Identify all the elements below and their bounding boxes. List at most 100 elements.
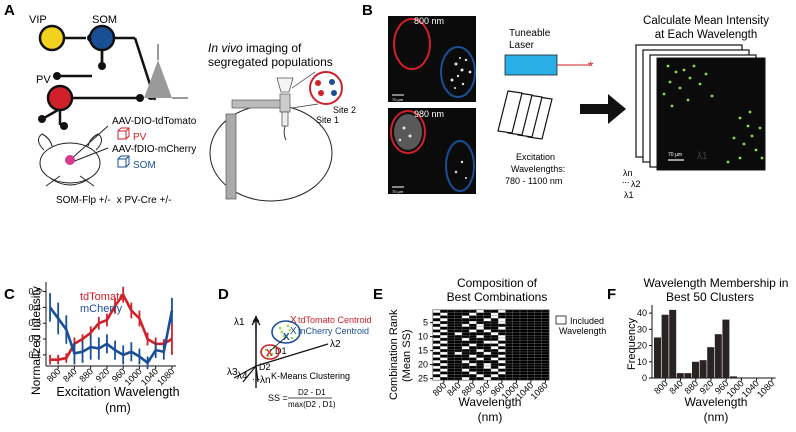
e-heatmap-cell (534, 329, 542, 333)
in-vivo-title-line2: segregated populations (208, 55, 333, 69)
e-heatmap-cell (461, 365, 470, 369)
e-heatmap-cell (519, 365, 528, 369)
site-1-label: Site 1 (316, 115, 339, 125)
axis-lambda4-line (242, 365, 257, 383)
e-heatmap-cell (534, 340, 542, 344)
e-heatmap-cell (505, 323, 513, 327)
axis-lambdan-line (255, 365, 259, 383)
e-heatmap-cell (432, 340, 441, 344)
e-heatmap-cell (505, 337, 513, 341)
e-heatmap-cell (527, 335, 535, 339)
e-heatmap-cell (490, 351, 499, 355)
cluster-point (270, 352, 274, 356)
e-heatmap-cell (534, 309, 542, 313)
e-heatmap-cell (527, 340, 535, 344)
f-ytick-label: 20 (637, 341, 647, 351)
e-heatmap-cell (490, 315, 499, 319)
e-ytick-label: 5 (423, 318, 428, 328)
e-heatmap-cell (505, 335, 513, 339)
e-heatmap-cell (469, 337, 477, 341)
e-heatmap-cell (519, 337, 528, 341)
c-ylabel: Normalized Intensity (29, 286, 43, 395)
e-heatmap-cell (461, 346, 470, 350)
e-heatmap-cell (512, 374, 521, 378)
e-heatmap-cell (534, 335, 542, 339)
mouse-head-illustration (38, 125, 109, 187)
e-heatmap-cell (469, 365, 477, 369)
som-cube-icon (117, 155, 130, 168)
e-heatmap-cell (469, 377, 477, 381)
e-ylabel-line2: (Mean SS) (401, 329, 413, 382)
e-heatmap-cell (512, 343, 521, 347)
e-heatmap-cell (490, 329, 499, 333)
e-heatmap-cell (490, 321, 499, 325)
virus1-label: AAV-DIO-tdTomato (112, 116, 197, 127)
e-heatmap-cell (454, 329, 463, 333)
e-heatmap-cell (440, 340, 448, 344)
centroid-x-td: X (290, 315, 297, 326)
e-heatmap-cell (447, 326, 455, 330)
e-heatmap-cell (512, 351, 521, 355)
e-heatmap-cell (498, 354, 506, 358)
e-heatmap-cell (527, 343, 535, 347)
e-heatmap-cell (505, 326, 513, 330)
e-heatmap-cell (432, 365, 441, 369)
e-ytick-label: 20 (418, 360, 428, 370)
e-heatmap-cell (512, 309, 521, 313)
e-heatmap-cell (534, 323, 542, 327)
e-heatmap-cell (490, 343, 499, 347)
e-heatmap-cell (519, 349, 528, 353)
e-heatmap-cell (469, 343, 477, 347)
e-heatmap-cell (541, 377, 550, 381)
panel-label-c: C (4, 286, 15, 303)
centroid-x-mc: X (290, 326, 297, 337)
e-heatmap-cell (440, 363, 448, 367)
e-heatmap-cell (541, 368, 550, 372)
e-xtick-label: 1080 (529, 380, 550, 401)
c-legend-tdtomato: tdTomato (80, 291, 125, 303)
e-heatmap-cell (483, 354, 492, 358)
e-heatmap-cell (432, 329, 441, 333)
e-heatmap-cell (519, 321, 528, 325)
e-heatmap-cell (447, 368, 455, 372)
e-heatmap-cell (476, 343, 484, 347)
e-heatmap-cell (505, 346, 513, 350)
e-heatmap-cell (483, 326, 492, 330)
e-heatmap-cell (490, 337, 499, 341)
e-heatmap-cell (454, 309, 463, 313)
stack-corner-label: λ1 (697, 151, 708, 162)
e-heatmap-cell (505, 329, 513, 333)
e-heatmap-cell (432, 360, 441, 364)
e-heatmap-cell (505, 357, 513, 361)
e-heatmap-cell (461, 354, 470, 358)
e-heatmap-cell (527, 329, 535, 333)
e-heatmap-cell (483, 351, 492, 355)
e-heatmap-cell (483, 377, 492, 381)
e-heatmap-cell (432, 337, 441, 341)
e-heatmap-cell (483, 335, 492, 339)
e-heatmap-cell (476, 365, 484, 369)
cluster-point (288, 328, 292, 332)
process-arrow-icon (580, 94, 626, 124)
e-heatmap-cell (541, 321, 550, 325)
f-title-line1: Wavelength Membership in (644, 276, 789, 290)
e-heatmap-cell (498, 309, 506, 313)
pv-cube-icon (117, 127, 130, 140)
e-title-line2: Best Combinations (447, 290, 548, 304)
e-heatmap-cell (512, 329, 521, 333)
e-heatmap-cell (440, 374, 448, 378)
e-heatmap-cell (447, 340, 455, 344)
e-heatmap-cell (505, 318, 513, 322)
e-heatmap-cell (541, 340, 550, 344)
e-heatmap-cell (534, 363, 542, 367)
e-heatmap-cell (432, 332, 441, 336)
e-heatmap-cell (541, 329, 550, 333)
e-heatmap-cell (483, 332, 492, 336)
e-heatmap-cell (476, 377, 484, 381)
som-cell (88, 24, 116, 52)
e-heatmap-cell (505, 374, 513, 378)
e-heatmap-cell (498, 326, 506, 330)
e-heatmap-cell (534, 351, 542, 355)
c-ytick-label: 0.3 (28, 318, 41, 328)
